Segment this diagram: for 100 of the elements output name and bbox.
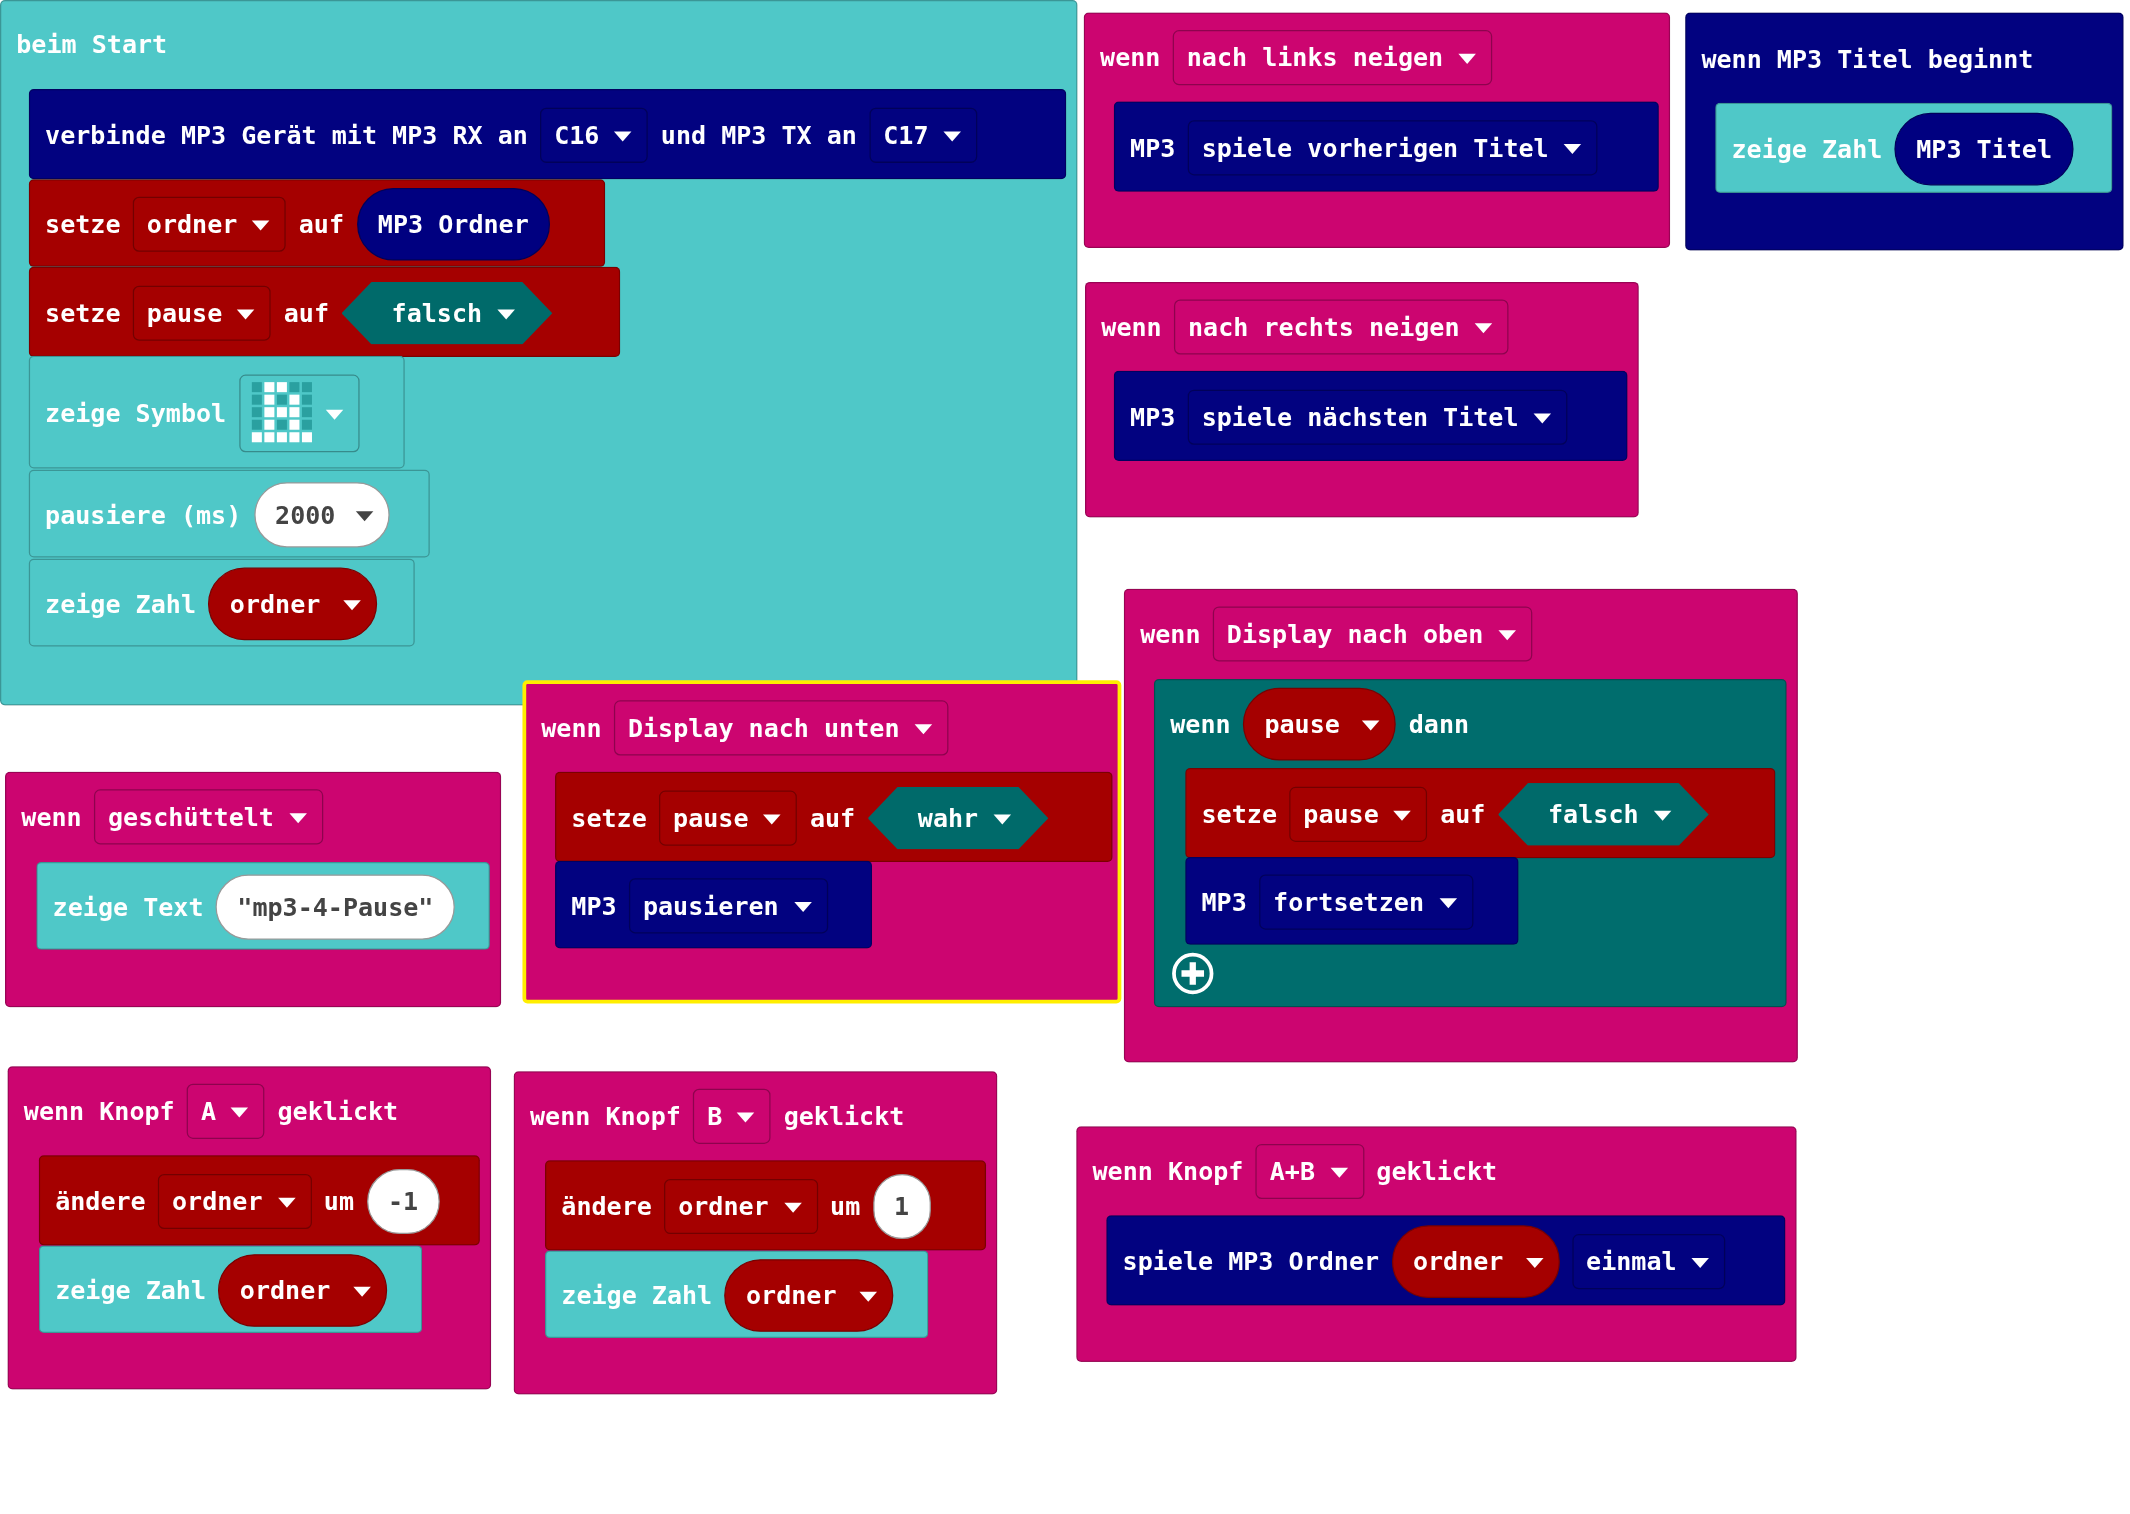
statement-block xyxy=(28,266,621,358)
block-label: wenn xyxy=(1101,310,1162,344)
block-label: ändere xyxy=(55,1185,146,1218)
block-label: zeige Zahl xyxy=(45,587,196,621)
value-pill: MP3 Titel xyxy=(1894,112,2074,186)
block-label: wenn xyxy=(1170,708,1231,741)
event-block xyxy=(0,0,1078,706)
dropdown-field: pause xyxy=(659,790,798,846)
boolean-dropdown: falsch xyxy=(341,281,553,345)
value-field: 1 xyxy=(872,1173,931,1240)
event-block xyxy=(1085,281,1639,518)
statement-block xyxy=(28,179,606,267)
block-label: MP3 xyxy=(1201,886,1247,919)
statement-block xyxy=(1106,1215,1786,1306)
block-label: setze xyxy=(571,802,647,835)
block-label: zeige Zahl xyxy=(1731,133,1883,166)
block-label: wenn xyxy=(1100,41,1161,74)
block-label: und MP3 TX an xyxy=(660,119,857,152)
statement-block xyxy=(38,1155,480,1246)
dropdown-field: pausieren xyxy=(629,878,828,934)
block-label: MP3 xyxy=(1130,131,1176,165)
statement-block xyxy=(36,862,490,950)
dropdown-field: spiele nächsten Titel xyxy=(1187,389,1568,445)
boolean-dropdown: wahr xyxy=(867,786,1049,850)
block-label: setze xyxy=(45,297,121,330)
block-label: wenn xyxy=(541,711,602,745)
value-field: -1 xyxy=(366,1168,440,1235)
event-block xyxy=(5,771,502,1008)
dropdown-field: C17 xyxy=(869,107,978,163)
block-label: ändere xyxy=(561,1190,652,1223)
statement-block xyxy=(28,558,415,647)
block-label: auf xyxy=(1440,798,1486,831)
value-field: "mp3-4-Pause" xyxy=(216,874,455,940)
event-block xyxy=(1123,588,1798,1063)
variable-pill: ordner xyxy=(218,1254,387,1327)
dropdown-field: A+B xyxy=(1255,1143,1364,1200)
block-label: verbinde MP3 Gerät mit MP3 RX an xyxy=(45,119,528,152)
event-block xyxy=(522,680,1122,1004)
statement-block xyxy=(38,1245,423,1334)
block-label: wenn MP3 Titel beginnt xyxy=(1701,42,2034,76)
block-label: setze xyxy=(1201,798,1277,831)
dropdown-field: A xyxy=(187,1083,265,1139)
statement-block xyxy=(28,355,405,469)
statement-block xyxy=(545,1160,987,1251)
variable-pill: ordner xyxy=(208,567,377,641)
block-label: auf xyxy=(283,297,329,330)
block-label: MP3 xyxy=(1130,401,1176,434)
value-pill: MP3 Ordner xyxy=(356,187,551,261)
block-label: wenn Knopf xyxy=(530,1100,681,1133)
event-block xyxy=(1083,12,1671,249)
boolean-dropdown: falsch xyxy=(1497,783,1709,846)
statement-block xyxy=(545,1250,929,1339)
dropdown-field: spiele vorherigen Titel xyxy=(1187,120,1598,176)
block-label: setze xyxy=(45,208,121,241)
block-label: pausiere (ms) xyxy=(45,498,242,532)
statement-block xyxy=(28,469,430,558)
block-label: dann xyxy=(1408,708,1470,741)
dropdown-field: einmal xyxy=(1572,1234,1726,1290)
number-field: 2000 xyxy=(253,482,390,548)
event-block xyxy=(1076,1126,1797,1362)
statement-block xyxy=(1715,102,2113,193)
statement-block xyxy=(1113,370,1628,462)
block-label: auf xyxy=(298,208,345,241)
block-label: spiele MP3 Ordner xyxy=(1122,1245,1380,1278)
statement-block xyxy=(28,88,1067,180)
block-label: geklickt xyxy=(783,1100,905,1133)
block-label: auf xyxy=(809,802,856,835)
statement-block xyxy=(1113,101,1659,192)
statement-block xyxy=(1185,768,1776,859)
dropdown-field: B xyxy=(693,1088,772,1144)
block-label: zeige Symbol xyxy=(45,397,227,430)
block-label: zeige Zahl xyxy=(561,1279,713,1312)
statement-block xyxy=(1185,857,1519,945)
dropdown-field: C16 xyxy=(540,107,649,163)
dropdown-field: pause xyxy=(133,285,272,341)
dropdown-field: ordner xyxy=(158,1173,312,1230)
event-block xyxy=(1153,679,1787,1008)
block-label: geklickt xyxy=(277,1095,399,1128)
variable-pill: ordner xyxy=(1391,1225,1560,1298)
dropdown-field: nach rechts neigen xyxy=(1174,299,1509,355)
dropdown-field: nach links neigen xyxy=(1172,30,1493,86)
dropdown-field: ordner xyxy=(664,1179,818,1235)
block-label: zeige Text xyxy=(52,891,204,924)
block-label: geklickt xyxy=(1376,1155,1498,1188)
block-label: wenn Knopf xyxy=(23,1095,175,1128)
block-label: um xyxy=(323,1185,355,1218)
block-label: um xyxy=(830,1190,861,1223)
block-label: zeige Zahl xyxy=(55,1274,206,1307)
event-block xyxy=(7,1066,492,1390)
event-block xyxy=(1685,12,2124,251)
variable-pill: pause xyxy=(1243,687,1397,761)
block-label: wenn xyxy=(21,800,82,834)
block-label: wenn xyxy=(1140,617,1201,651)
block-label: wenn Knopf xyxy=(1092,1155,1244,1188)
block-label: beim Start xyxy=(16,27,168,61)
statement-block xyxy=(555,860,872,949)
block-label: MP3 xyxy=(571,889,617,923)
statement-block xyxy=(555,771,1113,862)
event-block xyxy=(513,1071,998,1395)
variable-pill: ordner xyxy=(724,1259,893,1332)
